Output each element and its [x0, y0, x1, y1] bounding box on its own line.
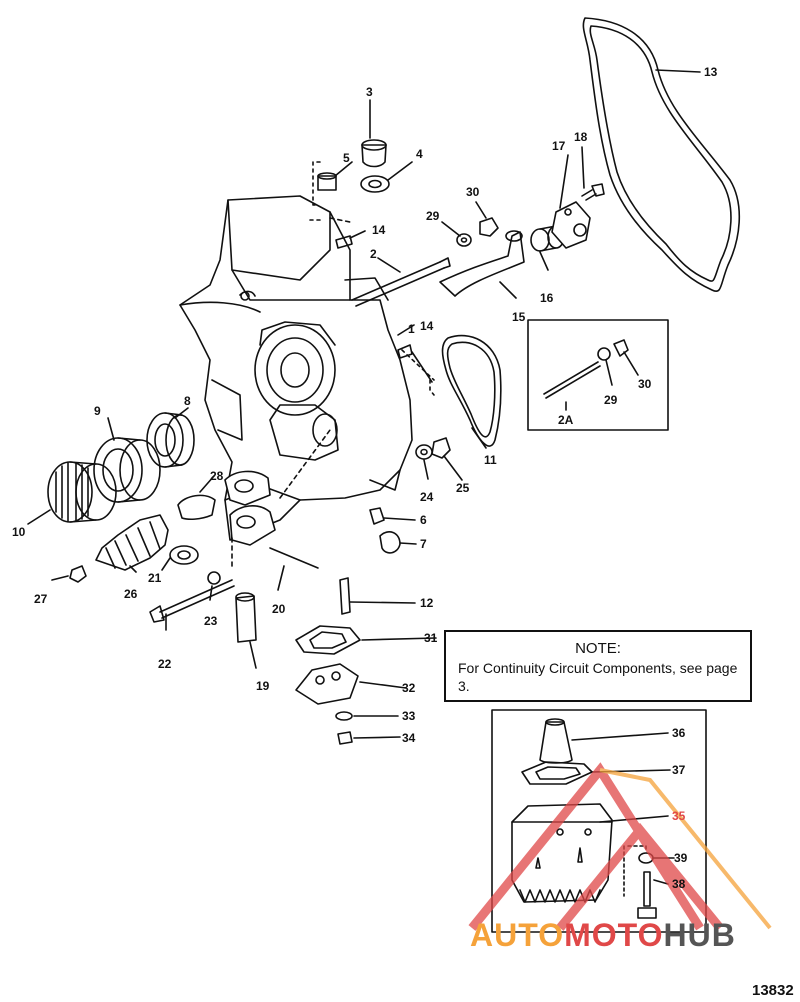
callout-36: 36 — [672, 726, 686, 740]
note-box: NOTE: For Continuity Circuit Components,… — [444, 630, 752, 702]
callout-4: 4 — [416, 147, 423, 161]
callout-34: 34 — [402, 731, 416, 745]
watermark-part-auto: AUTO — [470, 917, 565, 953]
callout-9: 9 — [94, 404, 101, 418]
callout-24: 24 — [420, 490, 434, 504]
callout-14-upper: 14 — [372, 223, 386, 237]
callout-17: 17 — [552, 139, 566, 153]
callout-29-inset: 29 — [604, 393, 618, 407]
callout-39: 39 — [674, 851, 688, 865]
callout-30-upper: 30 — [466, 185, 480, 199]
callout-27: 27 — [34, 592, 48, 606]
callout-31: 31 — [424, 631, 438, 645]
callout-21: 21 — [148, 571, 162, 585]
figure-number: 13832 — [752, 982, 794, 999]
callout-23: 23 — [204, 614, 218, 628]
callout-2: 2 — [370, 247, 377, 261]
inset-box-2a — [527, 319, 669, 431]
callout-26: 26 — [124, 587, 138, 601]
housing-1 — [179, 195, 413, 546]
watermark-text: AUTOMOTOHUB — [470, 917, 736, 954]
callout-1: 1 — [408, 322, 415, 336]
callout-19: 19 — [256, 679, 270, 693]
callout-2a: 2A — [558, 413, 574, 427]
callout-13: 13 — [704, 65, 718, 79]
callout-28: 28 — [210, 469, 224, 483]
watermark-part-moto: MOTO — [564, 917, 664, 953]
callout-30-inset: 30 — [638, 377, 652, 391]
callout-38: 38 — [672, 877, 686, 891]
note-title: NOTE: — [575, 640, 621, 657]
callout-32: 32 — [402, 681, 416, 695]
callout-3: 3 — [366, 85, 373, 99]
callout-15: 15 — [512, 310, 526, 324]
callout-37: 37 — [672, 763, 686, 777]
callout-35: 35 — [672, 809, 686, 823]
callout-14-lower: 14 — [420, 319, 434, 333]
callout-25: 25 — [456, 481, 470, 495]
callout-10: 10 — [12, 525, 26, 539]
callout-20: 20 — [272, 602, 286, 616]
callout-12: 12 — [420, 596, 434, 610]
callout-7: 7 — [420, 537, 427, 551]
callout-labels: 1 2 2A 3 4 5 6 7 8 9 10 11 12 13 14 14 1… — [12, 65, 718, 891]
callout-16: 16 — [540, 291, 554, 305]
callout-5: 5 — [343, 151, 350, 165]
watermark-part-hub: HUB — [663, 917, 736, 953]
callout-8: 8 — [184, 394, 191, 408]
watermark-logo — [468, 762, 772, 931]
callout-29-upper: 29 — [426, 209, 440, 223]
callout-22: 22 — [158, 657, 172, 671]
inset-box-35-39 — [491, 709, 707, 933]
callout-33: 33 — [402, 709, 416, 723]
callout-6: 6 — [420, 513, 427, 527]
gasket-13 — [582, 17, 741, 292]
note-body: For Continuity Circuit Components, see p… — [458, 660, 738, 694]
callout-18: 18 — [574, 130, 588, 144]
callout-11: 11 — [484, 453, 497, 467]
